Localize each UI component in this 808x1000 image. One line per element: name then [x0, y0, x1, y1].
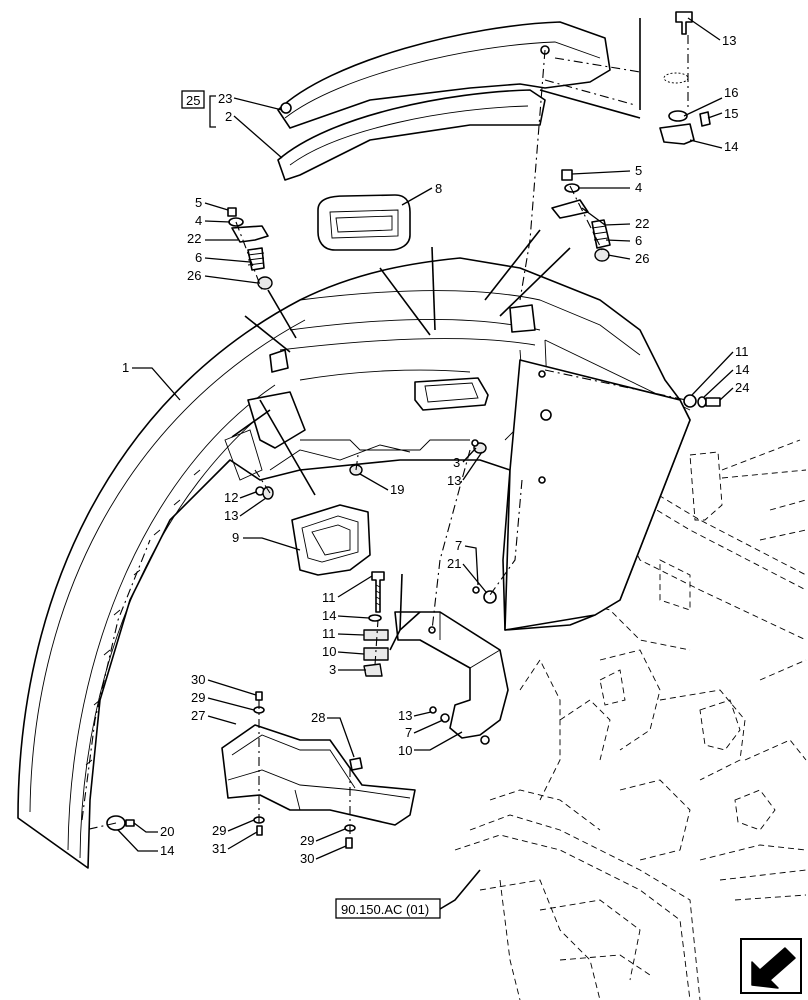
callout-20-mid: 21: [447, 556, 461, 571]
callout-31: 31: [212, 841, 226, 856]
pad-8: [317, 194, 411, 251]
arrow-icon[interactable]: [740, 938, 802, 994]
callouts: 13 16 15 14 25 23 2 8 5 4 22 6 26 5: [117, 17, 749, 919]
callout-18: 15: [724, 106, 738, 121]
callout-27: 27: [191, 708, 205, 723]
callout-5-left: 5: [195, 195, 202, 210]
callout-5-right: 5: [635, 163, 642, 178]
top-cover-2: [277, 89, 546, 181]
callout-7-mid: 7: [455, 538, 462, 553]
callout-1: 1: [122, 360, 129, 375]
cab-frame-background: [454, 439, 807, 1000]
callout-29-bottom-right: 29: [300, 833, 314, 848]
callout-7-right: 7: [405, 725, 412, 740]
callout-26-left: 26: [187, 268, 201, 283]
callout-13-right: 13: [398, 708, 412, 723]
callout-14-mid: 13: [447, 473, 461, 488]
callout-6-right: 6: [635, 233, 642, 248]
bracket-10: [394, 611, 509, 745]
callout-3-mid: 3: [453, 455, 460, 470]
callout-4-right: 4: [635, 180, 642, 195]
clip-28: [349, 757, 363, 771]
callout-29-bottom-left: 29: [212, 823, 226, 838]
callout-15: 14: [160, 843, 174, 858]
callout-29-top: 29: [191, 690, 205, 705]
callout-30-top: 30: [191, 672, 205, 687]
callout-2: 2: [225, 109, 232, 124]
callout-13-left: 12: [224, 490, 238, 505]
callout-22-right: 22: [635, 216, 649, 231]
callout-14-left: 13: [224, 508, 238, 523]
leader-lines: [231, 18, 641, 651]
callout-3-stack: 3: [329, 662, 336, 677]
assembly-lines: [84, 35, 689, 835]
callout-17: 14: [724, 139, 738, 154]
top-cover-23: [277, 21, 611, 129]
callout-9: 9: [232, 530, 239, 545]
callout-14-stack: 14: [322, 608, 336, 623]
fender-main: [17, 257, 691, 869]
callout-16: 19: [390, 482, 404, 497]
callout-10: 10: [398, 743, 412, 758]
callout-4-left: 4: [195, 213, 202, 228]
reference-label: 90.150.AC (01): [341, 902, 429, 917]
callout-6-left: 6: [195, 250, 202, 265]
callout-11-right: 11: [735, 344, 749, 359]
callout-20-bottom: 20: [160, 824, 174, 839]
callout-23: 23: [218, 91, 232, 106]
callout-28: 28: [311, 710, 325, 725]
callout-22-left: 22: [187, 231, 201, 246]
callout-8: 8: [435, 181, 442, 196]
callout-24: 24: [735, 380, 749, 395]
callout-21: 13: [722, 33, 736, 48]
callout-26-right: 26: [635, 251, 649, 266]
hardware: [106, 11, 721, 849]
group-label-25: 25: [186, 93, 200, 108]
pad-9: [291, 504, 371, 576]
callout-11-stack-b: 10: [322, 644, 336, 659]
callout-12: 11: [322, 590, 336, 605]
callout-14-right: 14: [735, 362, 749, 377]
callout-30-bottom: 30: [300, 851, 314, 866]
shield-27: [221, 724, 416, 826]
callout-19: 16: [724, 85, 738, 100]
callout-11-stack-a: 11: [322, 626, 336, 641]
